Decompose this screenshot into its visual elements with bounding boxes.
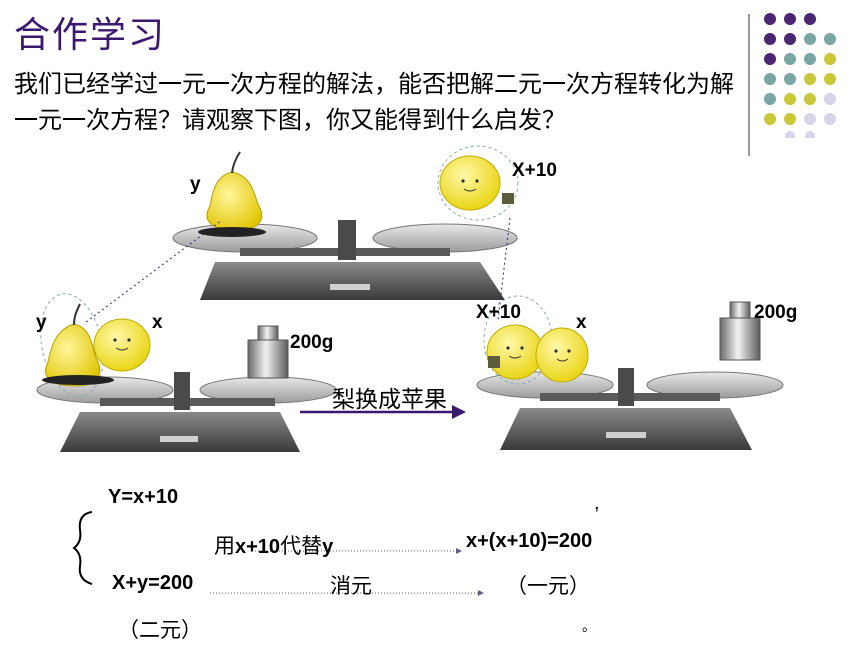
dotted-connectors	[85, 217, 511, 323]
substitute-mid: 代替	[280, 534, 323, 558]
label-left-weight: 200g	[290, 332, 334, 353]
label-top-y: y	[190, 174, 201, 195]
substitute-var: y	[322, 536, 334, 558]
apple-top	[437, 145, 519, 221]
substitute-prefix: 用	[214, 534, 235, 558]
eliminate-text: 消元	[330, 574, 372, 598]
one-var-label: （一元）	[506, 574, 590, 598]
scale-top	[172, 220, 518, 300]
decor-dot-grid	[764, 13, 836, 138]
weight-right	[719, 301, 761, 361]
label-right-apple: X+10	[476, 302, 521, 323]
equation-comma: ,	[594, 492, 600, 514]
equation-brace	[72, 511, 93, 585]
scale-right	[476, 368, 784, 450]
label-right-weight: 200g	[754, 302, 798, 323]
pear-left	[40, 293, 114, 397]
scale-left	[36, 372, 337, 452]
label-left-y: y	[36, 312, 47, 333]
equation-2: X+y=200	[112, 572, 194, 594]
substitute-text: 用x+10代替y	[214, 530, 333, 560]
intro-text: 我们已经学过一元一次方程的解法，能否把解二元一次方程转化为解一元一次方程？请观察…	[14, 70, 734, 134]
equation-1: Y=x+10	[108, 486, 179, 508]
dot-grid-dots	[764, 13, 836, 138]
apples-right	[483, 295, 589, 385]
label-left-x: x	[152, 312, 163, 333]
equation-arrow-head-1	[456, 548, 462, 554]
page-title: 合作学习	[14, 15, 167, 56]
substitute-arrow	[300, 405, 466, 419]
label-top-apple: X+10	[512, 160, 557, 181]
weight-left	[247, 325, 289, 379]
label-right-x: x	[576, 312, 587, 333]
equation-arrow-head-2	[478, 590, 484, 596]
pear-top	[198, 151, 266, 237]
substitute-expr: x+10	[235, 536, 281, 558]
trailing-period: 。	[582, 619, 596, 635]
two-var-label: （二元）	[118, 618, 202, 642]
apple-left	[93, 318, 151, 372]
arrow-caption: 梨换成苹果	[332, 387, 447, 413]
equation-arrows	[210, 550, 478, 594]
equation-result: x+(x+10)=200	[466, 530, 593, 552]
decor-divider	[748, 14, 750, 156]
